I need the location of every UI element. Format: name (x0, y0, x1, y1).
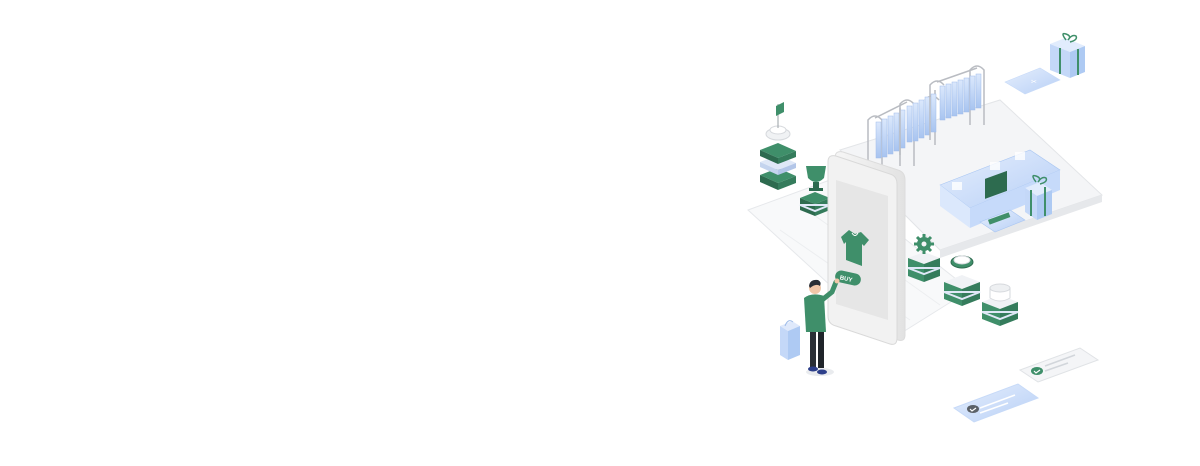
gift-box-icon (1025, 174, 1052, 220)
coin-icon (950, 255, 974, 269)
left-stack (760, 104, 796, 190)
check-card (952, 383, 1040, 423)
check-card (1018, 347, 1100, 383)
checkmark-icon (967, 405, 979, 413)
buy-button[interactable]: BUY (834, 269, 862, 286)
cup-stack (981, 283, 1019, 326)
smartphone (827, 151, 906, 345)
checkmark-icon (1031, 367, 1043, 375)
flag-icon (776, 102, 784, 116)
trophy-stack (799, 192, 831, 216)
ecommerce-illustration: ✂ (740, 30, 1110, 440)
svg-text:✂: ✂ (1031, 79, 1037, 86)
coupon-ticket-icon: ✂ (1004, 67, 1061, 95)
shopper-person (804, 278, 840, 376)
shirt-icon (841, 230, 869, 266)
buy-button-label: BUY (839, 275, 853, 284)
gear-stack (907, 252, 941, 282)
clothing-rack-icon (867, 65, 985, 180)
gift-box-icon (1050, 32, 1085, 78)
gear-icon (914, 234, 934, 254)
trophy-icon (806, 166, 826, 191)
coin-stack (943, 275, 981, 306)
shopping-bag-icon (780, 320, 800, 360)
